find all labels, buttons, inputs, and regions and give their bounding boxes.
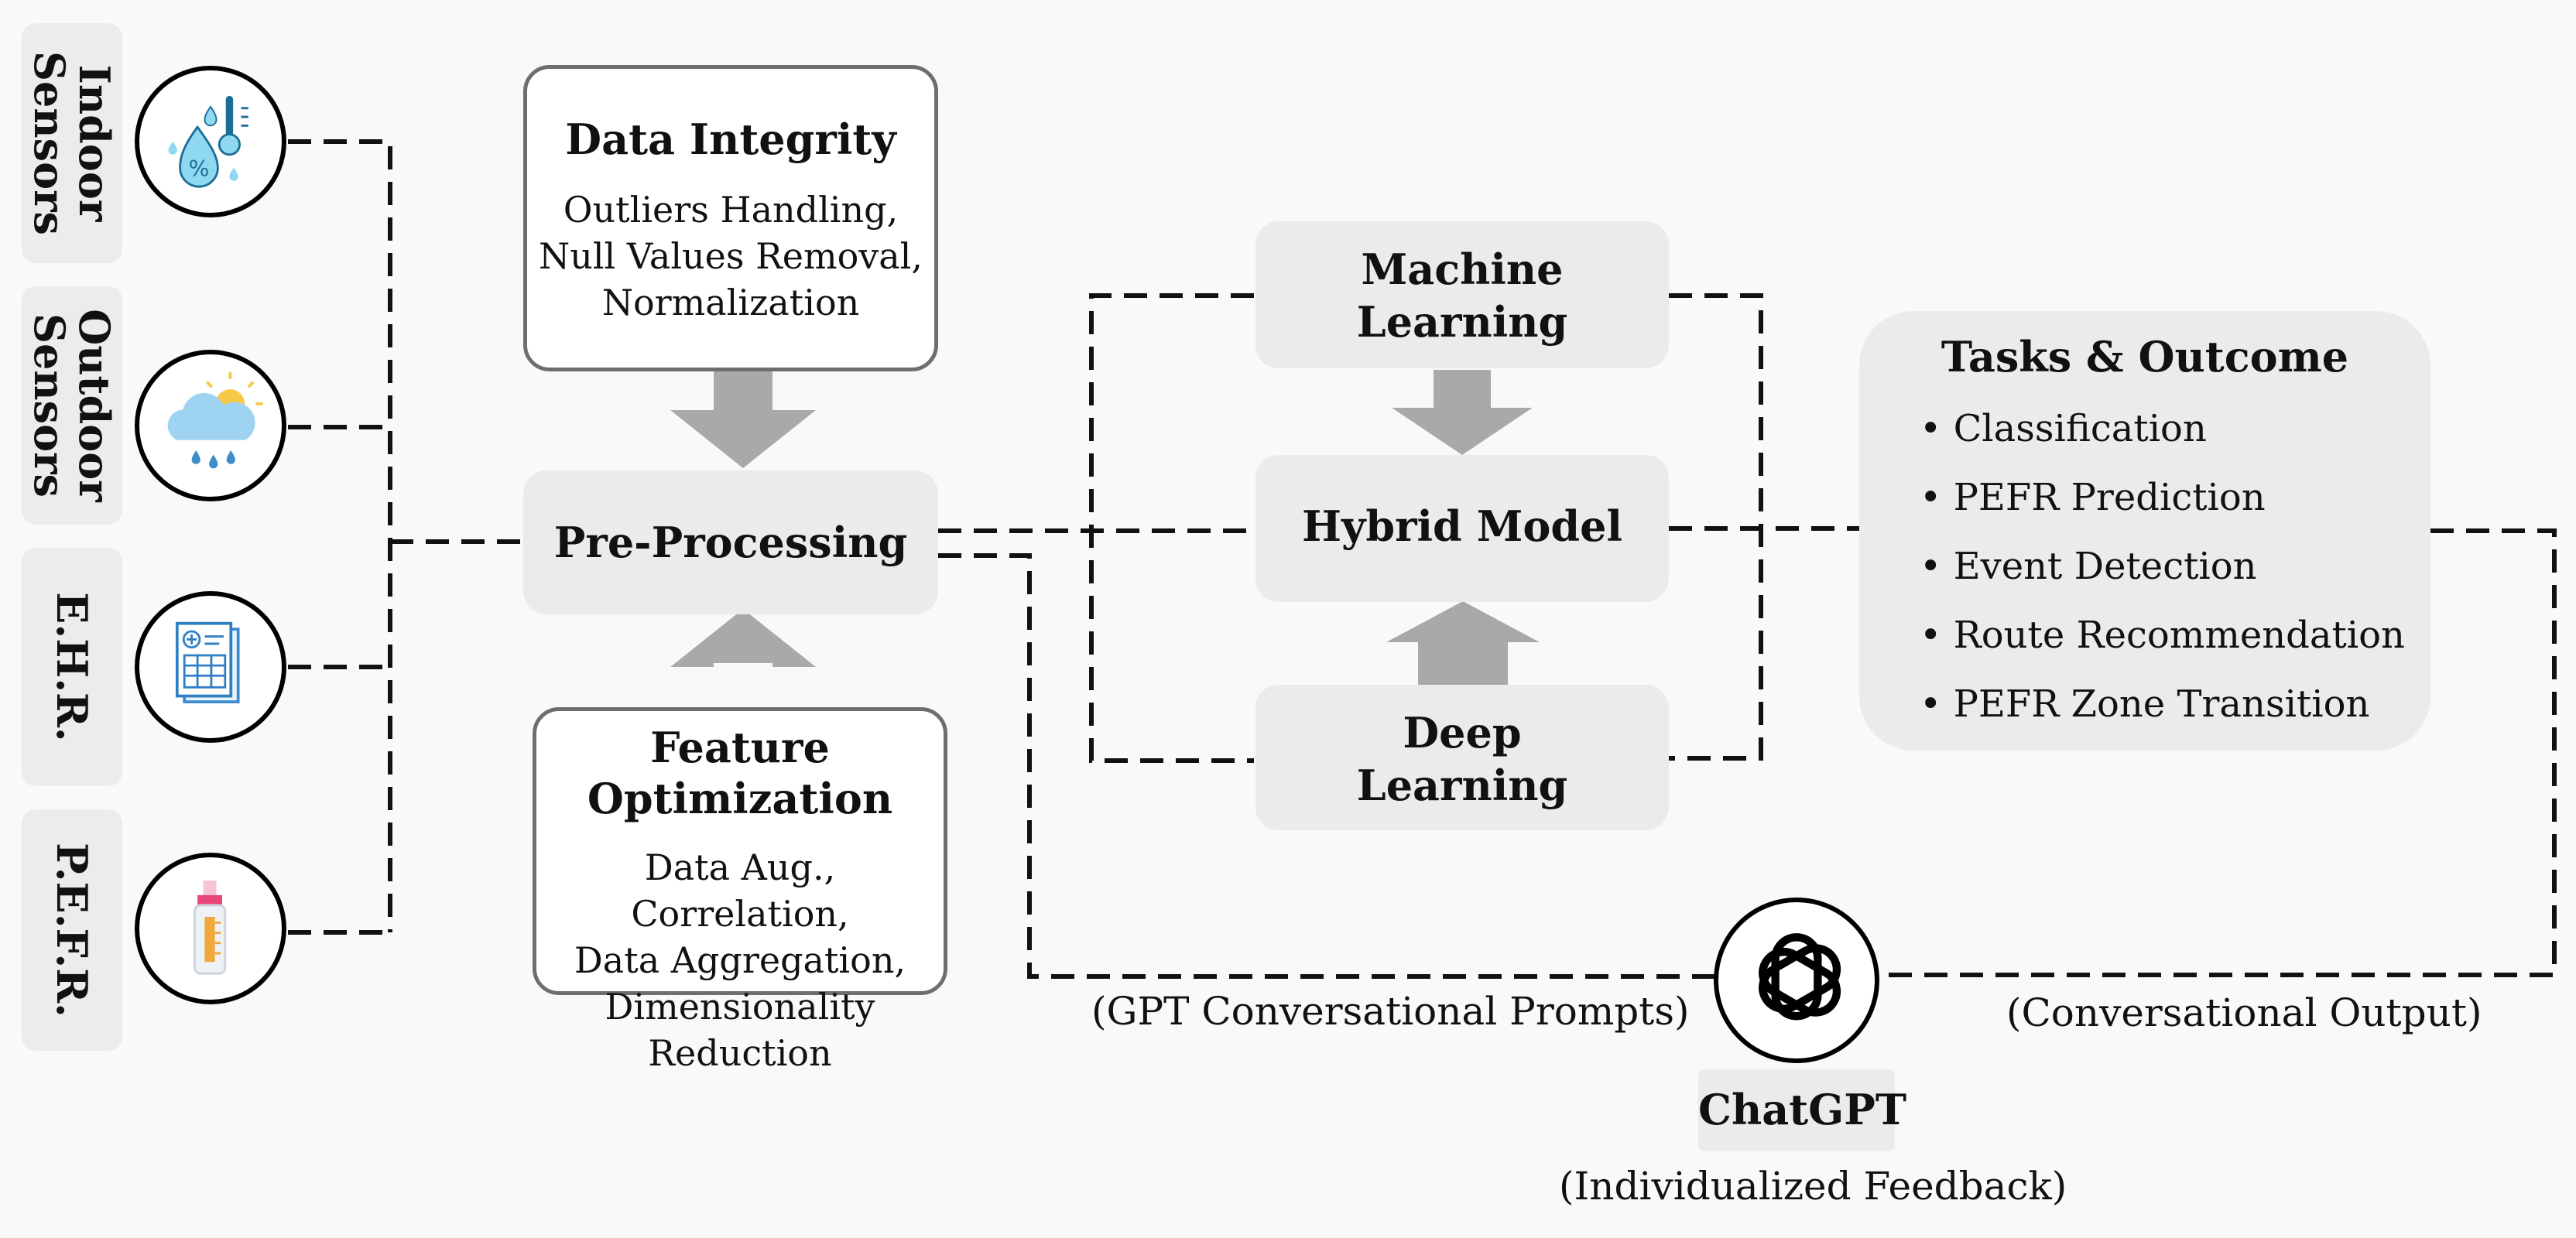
machine-learning-title: Learning <box>1356 297 1568 347</box>
data-integrity-line: Outliers Handling, <box>563 189 899 231</box>
openai-logo-icon <box>1714 898 1879 1063</box>
machine-learning-box: Machine Learning <box>1255 221 1669 368</box>
deep-learning-title: Deep <box>1403 708 1522 758</box>
data-integrity-line: Normalization <box>601 282 860 323</box>
feature-optimization-line: Data Aug., Correlation, <box>631 846 849 935</box>
peak-flow-meter-icon <box>135 853 286 1004</box>
chatgpt-label-box: ChatGPT <box>1698 1069 1907 1151</box>
data-integrity-box: Data Integrity Outliers Handling, Null V… <box>523 65 938 371</box>
hybrid-model-title: Hybrid Model <box>1301 501 1623 551</box>
source-label-ehr: E.H.R. <box>22 548 122 786</box>
source-label-indoor-sensors: Indoor Sensors <box>22 23 122 263</box>
arrow-feature-to-preprocessing <box>670 609 816 667</box>
deep-learning-box: Deep Learning <box>1255 685 1669 830</box>
tasks-outcome-title: Tasks & Outcome <box>1941 332 2349 381</box>
pre-processing-title: Pre-Processing <box>553 518 908 567</box>
connector-indoor <box>288 139 392 932</box>
thermometer-humidity-icon: % <box>135 66 286 217</box>
arrow-ml-to-hybrid <box>1392 370 1533 455</box>
health-record-icon <box>135 591 286 743</box>
svg-text:%: % <box>189 156 210 182</box>
chatgpt-label: ChatGPT <box>1698 1085 1907 1134</box>
arrow-dl-to-hybrid <box>1386 601 1540 685</box>
feature-optimization-title: Feature <box>650 723 830 772</box>
feature-optimization-box: Feature Optimization Data Aug., Correlat… <box>533 707 947 1074</box>
task-item: Event Detection <box>1920 532 2405 601</box>
individualized-feedback-caption: (Individualized Feedback) <box>1559 1164 2067 1209</box>
weather-cloud-icon <box>135 350 286 501</box>
source-label-outdoor-sensors: Outdoor Sensors <box>22 286 122 525</box>
task-item: PEFR Zone Transition <box>1920 670 2405 739</box>
data-integrity-title: Data Integrity <box>565 115 896 164</box>
deep-learning-title: Learning <box>1356 761 1568 810</box>
connector-tasks-to-chatgpt <box>1881 528 2557 977</box>
tasks-list: Classification PEFR Prediction Event Det… <box>1920 395 2405 739</box>
data-integrity-line: Null Values Removal, <box>538 235 923 277</box>
tasks-outcome-box: Tasks & Outcome Classification PEFR Pred… <box>1859 311 2430 751</box>
conversational-output-caption: (Conversational Output) <box>2006 990 2482 1035</box>
hybrid-model-box: Hybrid Model <box>1255 455 1669 602</box>
connector-left-loop <box>1089 293 1254 763</box>
task-item: Route Recommendation <box>1920 601 2405 670</box>
pre-processing-box: Pre-Processing <box>523 470 938 614</box>
task-item: Classification <box>1920 395 2405 463</box>
task-item: PEFR Prediction <box>1920 463 2405 532</box>
machine-learning-title: Machine <box>1361 245 1564 294</box>
feature-optimization-line: Dimensionality Reduction <box>605 986 875 1074</box>
feature-optimization-title: Optimization <box>587 774 893 823</box>
arrow-integrity-to-preprocessing <box>670 371 816 468</box>
feature-optimization-line: Data Aggregation, <box>574 939 906 981</box>
source-label-pefr: P.E.F.R. <box>22 809 122 1051</box>
gpt-prompts-caption: (GPT Conversational Prompts) <box>1091 989 1690 1034</box>
connector-preprocessing-to-chatgpt <box>938 553 1723 979</box>
